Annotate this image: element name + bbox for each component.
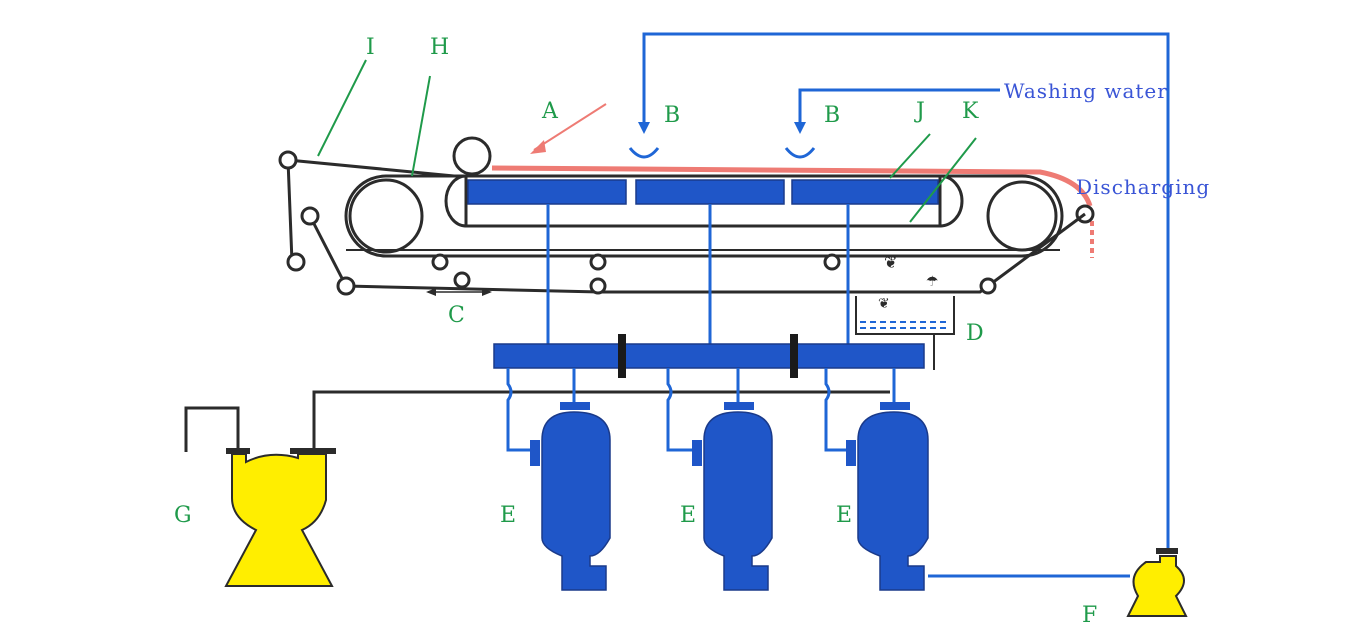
label-b-right: B [824, 103, 840, 128]
wash-tank [855, 296, 955, 335]
filter-cloth [286, 158, 1086, 294]
manifold-flange [790, 334, 798, 378]
spray-icon: ❦ [878, 296, 890, 312]
spray-nozzle-icon [628, 147, 660, 159]
cloth-roller [286, 252, 306, 272]
vacuum-box-outline [464, 176, 942, 228]
arrow-head-icon [530, 140, 546, 154]
vacuum-box [791, 179, 939, 205]
vacuum-line [312, 390, 890, 448]
filtrate-pump [1126, 548, 1188, 617]
separator-vessel [530, 402, 611, 591]
vacuum-box [467, 179, 627, 205]
vacuum-manifold [493, 343, 925, 369]
spray-icon: ☂ [926, 274, 939, 290]
label-k: K [962, 99, 979, 124]
washing-water-label: Washing water [1004, 79, 1168, 103]
separator-vessel [692, 402, 773, 591]
arrow-down-icon [638, 122, 650, 134]
arrow-right-icon [482, 288, 492, 296]
arrow-down-icon [794, 122, 806, 134]
tail-roller [986, 180, 1058, 252]
cloth-roller [589, 253, 607, 271]
vacuum-box [635, 179, 785, 205]
label-i: I [366, 35, 375, 60]
wash-water-recirculation-pipe [642, 32, 1170, 548]
spray-nozzle-icon [784, 147, 816, 159]
filter-cake [491, 165, 1093, 207]
label-h: H [430, 35, 449, 60]
cloth-roller [300, 206, 320, 226]
label-e-2: E [680, 503, 696, 528]
label-j: J [914, 99, 925, 124]
leader-line-j [889, 133, 931, 179]
drive-roller [348, 178, 424, 254]
cloth-roller [431, 253, 449, 271]
cloth-roller [453, 271, 471, 289]
arrow-left-icon [426, 288, 436, 296]
discharging-label: Discharging [1076, 175, 1210, 199]
filter-belt [344, 174, 1064, 258]
vacuum-line-exhaust [184, 406, 240, 452]
cloth-roller [823, 253, 841, 271]
feed-arrow [533, 103, 607, 151]
label-b-left: B [664, 103, 680, 128]
separator-vessel [846, 402, 929, 591]
label-d: D [966, 321, 984, 346]
label-c: C [448, 303, 465, 328]
cloth-roller [589, 277, 607, 295]
label-a: A [541, 99, 559, 124]
label-e-3: E [836, 503, 852, 528]
leader-line-i [317, 59, 367, 157]
leader-line-h [411, 75, 431, 177]
cloth-roller [979, 277, 997, 295]
separator-pipe [824, 368, 846, 452]
cloth-roller [336, 276, 356, 296]
separator-pipe [666, 368, 692, 452]
vacuum-box-end-left [444, 174, 467, 228]
cloth-roller [278, 150, 298, 170]
wash-water-inlet-pipe [798, 88, 1000, 130]
separator-pipe [506, 368, 530, 452]
label-e-1: E [500, 503, 516, 528]
vacuum-pump [224, 448, 336, 587]
spray-icon: ❦ [884, 253, 897, 272]
label-f: F [1082, 603, 1097, 628]
manifold-flange [618, 334, 626, 378]
press-roller [452, 136, 492, 176]
label-g: G [174, 503, 192, 528]
leader-line-k [909, 137, 977, 223]
vacuum-box-end-right [939, 174, 964, 228]
